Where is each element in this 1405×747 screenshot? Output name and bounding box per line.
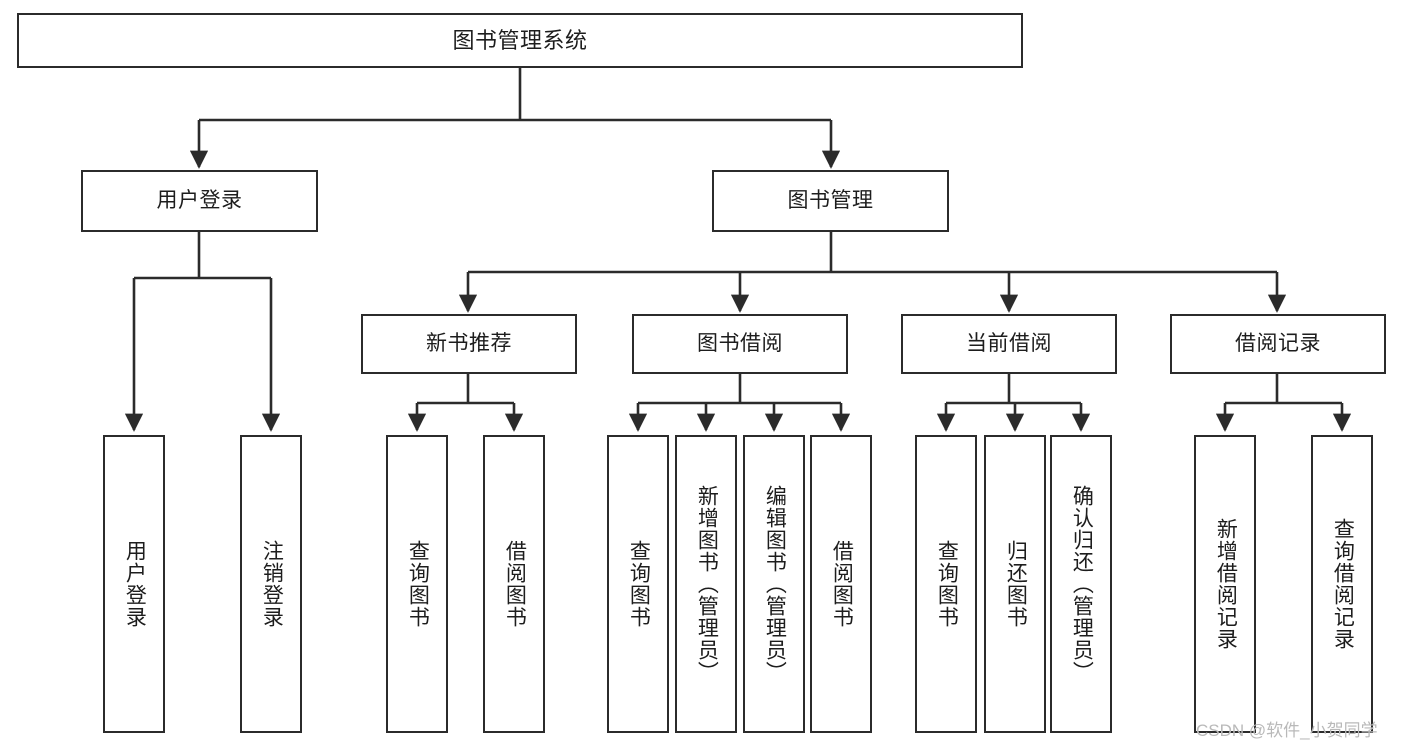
leaf-user-login-signout[interactable]: 注销登录	[240, 435, 302, 733]
node-book-management[interactable]: 图书管理	[712, 170, 949, 232]
leaf-current-borrow-query[interactable]: 查询图书	[915, 435, 977, 733]
node-label: 当前借阅	[966, 331, 1052, 355]
csdn-watermark: CSDN @软件_小贺同学	[1196, 721, 1378, 740]
node-label: 查询图书	[406, 540, 430, 628]
node-label: 查询借阅记录	[1331, 518, 1355, 650]
leaf-current-borrow-return[interactable]: 归还图书	[984, 435, 1046, 733]
node-label: 用户登录	[156, 188, 243, 212]
leaf-book-borrow-edit[interactable]: 编辑图书（管理员）	[743, 435, 805, 733]
node-label: 编辑图书（管理员）	[763, 485, 787, 683]
node-current-borrow[interactable]: 当前借阅	[901, 314, 1117, 374]
node-label: 借阅图书	[830, 540, 854, 628]
leaf-book-borrow-query[interactable]: 查询图书	[607, 435, 669, 733]
node-label: 确认归还（管理员）	[1070, 485, 1094, 683]
node-label: 图书借阅	[697, 331, 783, 355]
node-label: 查询图书	[935, 540, 959, 628]
leaf-new-book-borrow[interactable]: 借阅图书	[483, 435, 545, 733]
node-label: 用户登录	[123, 540, 147, 628]
leaf-new-book-query[interactable]: 查询图书	[386, 435, 448, 733]
node-label: 注销登录	[260, 540, 284, 628]
leaf-user-login-signin[interactable]: 用户登录	[103, 435, 165, 733]
node-label: 新书推荐	[426, 331, 512, 355]
node-label: 新增借阅记录	[1214, 518, 1238, 650]
leaf-book-borrow-add[interactable]: 新增图书（管理员）	[675, 435, 737, 733]
node-label: 图书管理系统	[452, 27, 588, 53]
node-new-book-recommend[interactable]: 新书推荐	[361, 314, 577, 374]
leaf-borrow-record-add[interactable]: 新增借阅记录	[1194, 435, 1256, 733]
node-label: 归还图书	[1004, 540, 1028, 628]
leaf-book-borrow-borrow[interactable]: 借阅图书	[810, 435, 872, 733]
node-label: 新增图书（管理员）	[695, 485, 719, 683]
node-label: 查询图书	[627, 540, 651, 628]
node-label: 借阅记录	[1235, 331, 1321, 355]
node-root-system[interactable]: 图书管理系统	[17, 13, 1023, 68]
node-book-borrow[interactable]: 图书借阅	[632, 314, 848, 374]
node-label: 图书管理	[787, 188, 874, 212]
node-label: 借阅图书	[503, 540, 527, 628]
node-borrow-record[interactable]: 借阅记录	[1170, 314, 1386, 374]
node-user-login[interactable]: 用户登录	[81, 170, 318, 232]
leaf-borrow-record-query[interactable]: 查询借阅记录	[1311, 435, 1373, 733]
leaf-current-borrow-confirm-return[interactable]: 确认归还（管理员）	[1050, 435, 1112, 733]
